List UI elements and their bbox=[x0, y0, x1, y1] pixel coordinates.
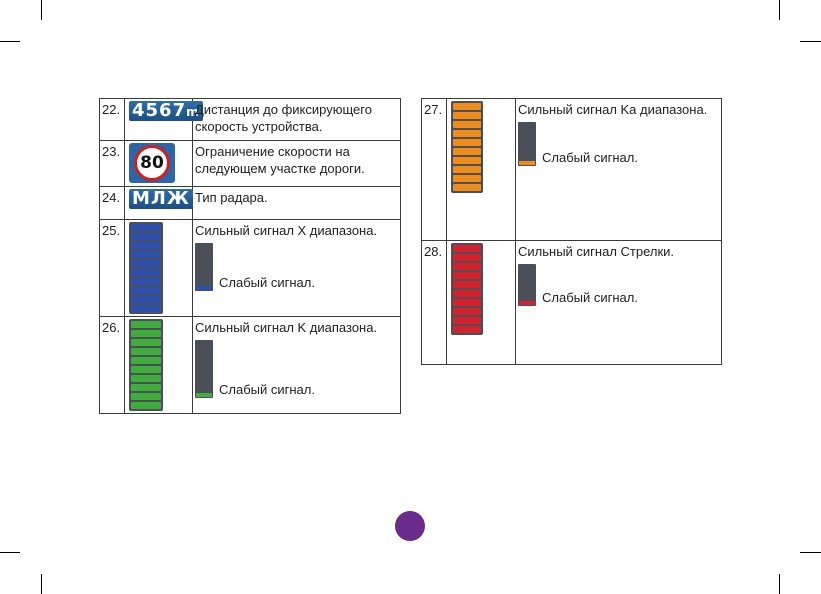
meter-segment bbox=[453, 139, 481, 146]
weak-signal-meter-icon bbox=[518, 264, 536, 306]
meter-segment bbox=[131, 339, 161, 346]
weak-signal-meter-icon bbox=[195, 243, 213, 291]
weak-signal-text: Слабый сигнал. bbox=[219, 275, 315, 290]
speed-limit-sign-icon: 80 bbox=[124, 140, 193, 187]
row-number: 28. bbox=[421, 240, 447, 365]
row-description: Тип радара. bbox=[192, 186, 401, 220]
meter-segment bbox=[131, 242, 161, 249]
meter-segment bbox=[453, 148, 481, 155]
row-number: 24. bbox=[99, 186, 125, 220]
meter-segment bbox=[453, 254, 481, 261]
legend-row: 26. Сильный сигнал K диапазона. Слабый с… bbox=[99, 316, 401, 414]
crop-mark bbox=[779, 0, 780, 20]
crop-mark bbox=[41, 0, 42, 20]
page-indicator-dot bbox=[395, 511, 425, 541]
meter-segment bbox=[453, 103, 481, 110]
meter-segment bbox=[131, 269, 161, 276]
legend-row: 27. Сильный сигнал Ka диапазона. Слабый … bbox=[421, 98, 722, 241]
badge-text: МЛЖ bbox=[129, 189, 193, 209]
meter-segment bbox=[131, 402, 161, 409]
meter-segment bbox=[131, 296, 161, 303]
strong-signal-meter-icon bbox=[129, 319, 163, 411]
meter-segment bbox=[453, 157, 481, 164]
crop-mark bbox=[0, 41, 20, 42]
right-legend-table: 27. Сильный сигнал Ka диапазона. Слабый … bbox=[421, 98, 722, 365]
meter-segment bbox=[131, 287, 161, 294]
meter-segment bbox=[131, 384, 161, 391]
strong-signal-text: Сильный сигнал Ka диапазона. bbox=[518, 102, 708, 117]
crop-mark bbox=[800, 552, 821, 553]
row-number: 25. bbox=[99, 219, 125, 317]
meter-segment bbox=[131, 348, 161, 355]
row-number: 26. bbox=[99, 316, 125, 414]
radar-type-badge-icon: МЛЖ bbox=[124, 186, 193, 220]
row-number: 22. bbox=[99, 98, 125, 141]
meter-segment bbox=[131, 305, 161, 312]
meter-segment bbox=[453, 166, 481, 173]
weak-signal-text: Слабый сигнал. bbox=[542, 150, 638, 165]
row-description: Ограничение скорости на следующем участк… bbox=[192, 140, 401, 187]
legend-row: 24. МЛЖ Тип радара. bbox=[99, 186, 401, 220]
row-number: 23. bbox=[99, 140, 125, 187]
meter-segment bbox=[131, 357, 161, 364]
strong-signal-text: Сильный сигнал X диапазона. bbox=[195, 223, 378, 238]
weak-signal-meter-icon bbox=[518, 122, 536, 166]
meter-segment bbox=[131, 260, 161, 267]
legend-row: 22. 4567m Дистанция до фиксирующего скор… bbox=[99, 98, 401, 141]
meter-segment bbox=[131, 321, 161, 328]
meter-segment bbox=[453, 112, 481, 119]
crop-mark bbox=[800, 41, 821, 42]
meter-segment bbox=[453, 175, 481, 182]
strong-signal-text: Сильный сигнал K диапазона. bbox=[195, 320, 378, 335]
crop-mark bbox=[0, 552, 20, 553]
row-description: Дистанция до фиксирующего скорость устро… bbox=[192, 98, 401, 141]
meter-segment bbox=[131, 251, 161, 258]
strong-signal-meter-icon bbox=[451, 243, 483, 335]
strong-signal-text: Сильный сигнал Стрелки. bbox=[518, 244, 675, 259]
meter-segment bbox=[131, 375, 161, 382]
meter-segment bbox=[453, 263, 481, 270]
meter-segment bbox=[453, 272, 481, 279]
meter-segment bbox=[453, 308, 481, 315]
legend-row: 28. Сильный сигнал Стрелки. Слабый сигна… bbox=[421, 240, 722, 365]
meter-segment bbox=[131, 224, 161, 231]
weak-signal-meter-icon bbox=[195, 340, 213, 398]
meter-segment bbox=[131, 278, 161, 285]
weak-signal-text: Слабый сигнал. bbox=[219, 382, 315, 397]
weak-signal-text: Слабый сигнал. bbox=[542, 290, 638, 305]
crop-mark bbox=[41, 574, 42, 594]
strong-signal-meter-icon bbox=[451, 101, 483, 193]
meter-segment bbox=[453, 290, 481, 297]
meter-segment bbox=[453, 317, 481, 324]
meter-segment bbox=[453, 299, 481, 306]
distance-badge-icon: 4567m bbox=[124, 98, 203, 141]
meter-segment bbox=[453, 245, 481, 252]
strong-signal-meter-icon bbox=[129, 222, 163, 314]
meter-segment bbox=[131, 366, 161, 373]
meter-segment bbox=[131, 233, 161, 240]
speed-value: 80 bbox=[134, 145, 170, 181]
meter-segment bbox=[453, 184, 481, 191]
meter-segment bbox=[453, 326, 481, 333]
meter-segment bbox=[453, 281, 481, 288]
badge-text: 4567 bbox=[132, 100, 187, 121]
legend-row: 25. Сильный сигнал X диапазона. Слабый с… bbox=[99, 219, 401, 317]
meter-segment bbox=[131, 393, 161, 400]
meter-segment bbox=[453, 130, 481, 137]
meter-segment bbox=[453, 121, 481, 128]
row-number: 27. bbox=[421, 98, 447, 241]
meter-segment bbox=[131, 330, 161, 337]
legend-row: 23. 80 Ограничение скорости на следующем… bbox=[99, 140, 401, 187]
crop-mark bbox=[779, 574, 780, 594]
left-legend-table: 22. 4567m Дистанция до фиксирующего скор… bbox=[99, 98, 401, 414]
